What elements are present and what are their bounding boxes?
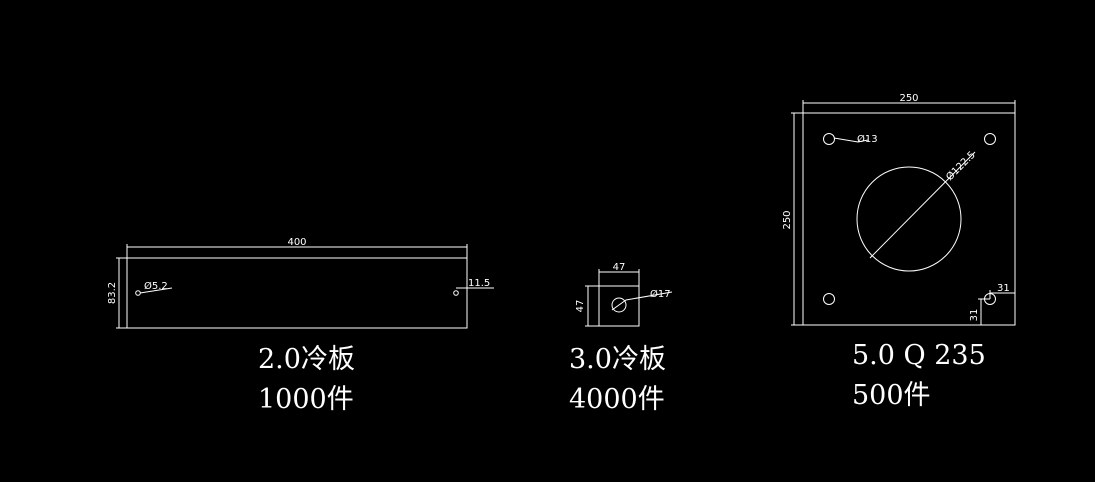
part-1-material: 2.0冷板 xyxy=(258,344,355,375)
part-3-plate: 250 250 Ø13 Ø122.5 31 31 xyxy=(782,93,1016,326)
plate-3-center-hole xyxy=(856,166,962,272)
dim-3-height-label: 250 xyxy=(782,210,793,229)
dim-3-hole-small-label: Ø13 xyxy=(857,133,878,145)
dim-2-hole-leader xyxy=(611,291,673,311)
plate-1-outline xyxy=(126,257,468,329)
part-2-material: 3.0冷板 xyxy=(569,344,666,375)
plate-3-hole-top-left xyxy=(823,133,835,145)
dim-1-hole-leader xyxy=(139,287,173,294)
dim-2-width-label: 47 xyxy=(613,262,626,273)
part-3-material: 5.0 Q 235 xyxy=(852,340,986,371)
plate-3-outline xyxy=(802,112,1016,326)
dim-1-offset-label: 11.5 xyxy=(468,278,490,289)
part-3-quantity: 500件 xyxy=(852,380,931,411)
dim-2-height-label: 47 xyxy=(575,300,586,313)
part-1-plate: 400 83.2 Ø5.2 11.5 xyxy=(107,237,494,329)
dim-3-offset-x-label: 31 xyxy=(997,283,1010,294)
plate-2-hole xyxy=(611,297,627,313)
plate-1-hole-right xyxy=(453,290,459,296)
plate-1-hole-left xyxy=(135,290,141,296)
plate-3-hole-top-right xyxy=(984,133,996,145)
part-2-plate: 47 47 Ø17 xyxy=(575,262,673,327)
dim-3-hole-big-label: Ø122.5 xyxy=(944,149,978,183)
part-2-quantity: 4000件 xyxy=(569,384,665,415)
dim-3-offset-y-label: 31 xyxy=(969,309,980,322)
dim-3-width-label: 250 xyxy=(899,93,918,104)
part-1-quantity: 1000件 xyxy=(258,384,354,415)
dim-1-height-label: 83.2 xyxy=(107,282,118,304)
dim-1-hole-label: Ø5.2 xyxy=(144,280,168,292)
dim-2-hole-label: Ø17 xyxy=(650,288,671,300)
plate-2-outline xyxy=(598,285,640,327)
dim-3-hole-small-leader xyxy=(833,137,869,143)
dim-1-width-label: 400 xyxy=(287,237,306,248)
dim-3-hole-big-diameter xyxy=(869,151,976,259)
plate-3-hole-bottom-left xyxy=(823,293,835,305)
